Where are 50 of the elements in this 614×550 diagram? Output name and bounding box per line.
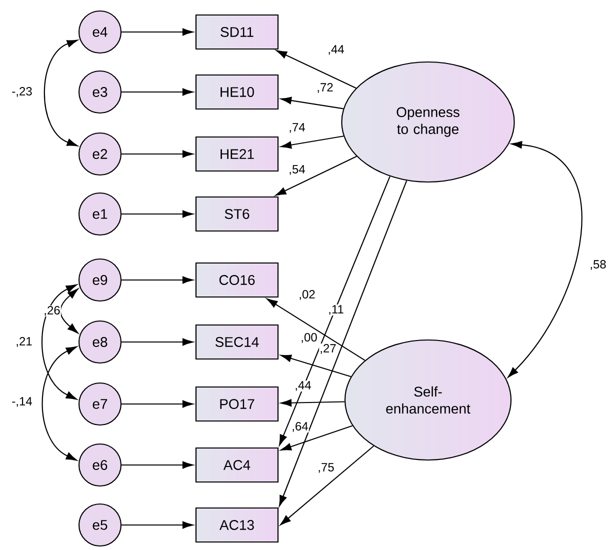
arrow — [280, 354, 352, 378]
arrow — [280, 399, 344, 407]
arrow — [122, 88, 194, 96]
edge-label: ,58 — [589, 259, 607, 271]
arrow — [122, 150, 194, 158]
arrow — [122, 338, 194, 346]
variable-box: HE21 — [195, 136, 279, 172]
arrow — [122, 400, 194, 408]
edge-label: -,23 — [11, 86, 33, 98]
variable-box: PO17 — [195, 386, 279, 422]
edge-label: ,44 — [294, 380, 312, 392]
arrow — [279, 180, 408, 506]
covariance-arrow — [41, 284, 77, 400]
edge-label: ,44 — [327, 44, 345, 56]
edge-label: ,54 — [288, 164, 306, 176]
variable-box: SD11 — [195, 14, 279, 50]
variable-box: SEC14 — [195, 324, 279, 360]
variable-box: HE10 — [195, 74, 279, 110]
edge-label: ,64 — [291, 421, 309, 433]
edge-label: ,02 — [298, 289, 316, 301]
edge-label: ,26 — [43, 305, 61, 317]
edge-label: ,11 — [328, 304, 344, 316]
arrow — [280, 96, 344, 110]
edge-label: ,72 — [316, 82, 334, 94]
arrow — [275, 156, 357, 196]
arrow — [122, 210, 194, 218]
edge-label: ,27 — [319, 343, 337, 355]
variable-box: CO16 — [195, 262, 279, 298]
edge-label: ,75 — [317, 462, 335, 474]
arrow — [279, 176, 390, 446]
arrow — [122, 521, 194, 529]
covariance-arrow — [60, 288, 78, 334]
arrow — [122, 28, 194, 36]
arrow — [280, 136, 344, 149]
covariance-arrow — [42, 346, 77, 461]
edge-label: ,21 — [15, 336, 33, 348]
edge-label: ,00 — [300, 332, 318, 344]
arrow — [266, 298, 366, 361]
arrow — [122, 276, 194, 284]
covariance-arrow — [44, 40, 78, 146]
arrow — [122, 461, 194, 469]
variable-box: ST6 — [195, 196, 279, 232]
edge-label: -,14 — [11, 396, 33, 408]
variable-box: AC13 — [195, 507, 279, 543]
variable-box: AC4 — [195, 447, 279, 483]
arrow — [276, 50, 356, 89]
edge-label: ,74 — [288, 122, 306, 134]
arrow — [280, 446, 374, 526]
arrow — [280, 425, 353, 451]
covariance-arrow — [508, 141, 582, 378]
